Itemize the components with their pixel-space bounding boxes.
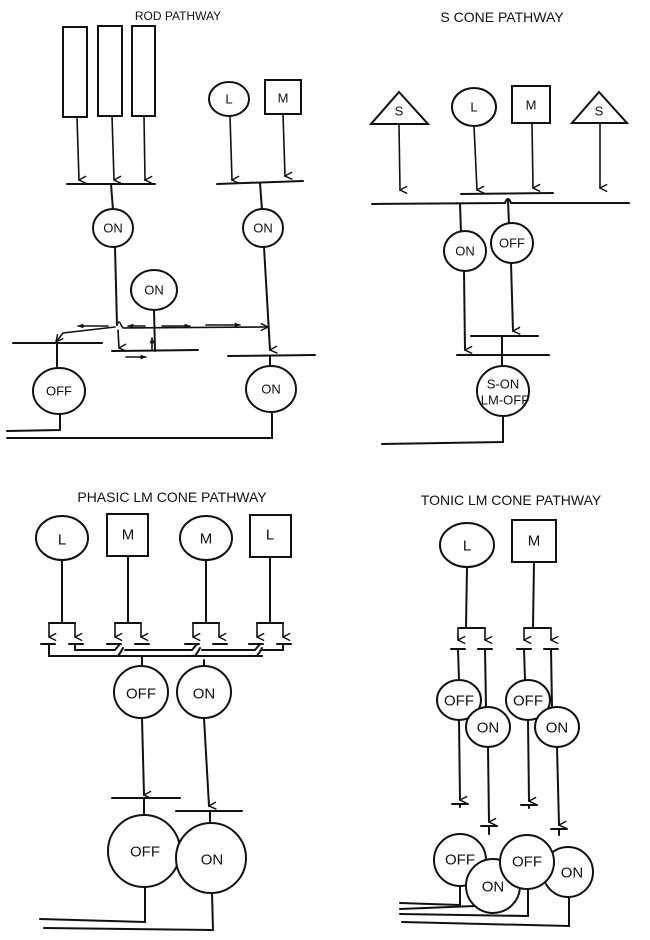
svg-text:L: L [58,532,66,549]
svg-text:OFF: OFF [126,686,156,703]
rod-bipolar-cell [92,208,134,248]
svg-text:L: L [266,527,274,544]
svg-text:M: M [526,98,537,113]
svg-text:ON: ON [253,221,273,236]
phasic-synapses [40,555,292,657]
rod-pathway-panel: ROD PATHWAY L M ON ON ON [6,9,316,439]
rod-panel-l-cone [208,81,250,117]
svg-text:ON: ON [193,686,216,703]
svg-text:M: M [200,531,213,548]
svg-text:L: L [470,100,477,115]
svg-text:ON: ON [482,879,505,896]
svg-text:OFF: OFF [445,852,475,869]
tonic-lm-pathway-panel: TONIC LM CONE PATHWAY L M OFF ON OFF ON … [399,492,602,928]
tonic-on-bipolar-1 [465,706,511,748]
svg-text:M: M [528,533,541,550]
svg-text:OFF: OFF [46,384,72,399]
svg-text:ON: ON [455,244,475,259]
svg-text:OFF: OFF [499,236,525,251]
s-cone-pathway-panel: S CONE PATHWAY S L M S ON OFF S-ON LM-OF… [368,9,630,445]
svg-text:M: M [122,527,135,544]
phasic-pathway-title: PHASIC LM CONE PATHWAY [77,489,267,505]
s-cone-pathway-title: S CONE PATHWAY [440,9,564,25]
svg-text:ON: ON [561,865,584,882]
tonic-off-bipolar-2 [505,679,551,721]
tonic-off-bipolar-1 [436,679,482,721]
svg-text:S: S [395,104,404,119]
svg-text:OFF: OFF [130,844,160,861]
svg-text:S-ON: S-ON [487,377,520,392]
phasic-lm-pathway-panel: PHASIC LM CONE PATHWAY L M M L OFF ON OF… [35,489,292,932]
svg-text:ON: ON [477,720,500,737]
rod-panel-m-cone [264,79,302,115]
rod-pathway-title: ROD PATHWAY [135,9,221,23]
svg-text:OFF: OFF [513,693,543,710]
tonic-pathway-title: TONIC LM CONE PATHWAY [421,492,602,508]
svg-text:L: L [463,538,471,555]
rod-photoreceptor-3 [131,25,156,117]
rod-panel-m-cone-label: M [278,91,289,106]
svg-text:ON: ON [546,720,569,737]
tonic-on-bipolar-2 [534,706,580,748]
svg-text:ON: ON [261,382,281,397]
tonic-synapses [450,561,568,836]
svg-text:ON: ON [144,283,164,298]
svg-text:ON: ON [103,221,123,236]
svg-text:ON: ON [201,852,224,869]
svg-text:S: S [595,104,604,119]
rod-photoreceptor-2 [97,25,123,117]
svg-text:LM-OFF: LM-OFF [481,393,529,408]
rod-panel-l-cone-label: L [225,92,232,107]
s-panel-m-cone [511,85,551,124]
svg-text:OFF: OFF [444,693,474,710]
svg-text:OFF: OFF [512,854,542,871]
rod-photoreceptor-1 [62,26,88,118]
